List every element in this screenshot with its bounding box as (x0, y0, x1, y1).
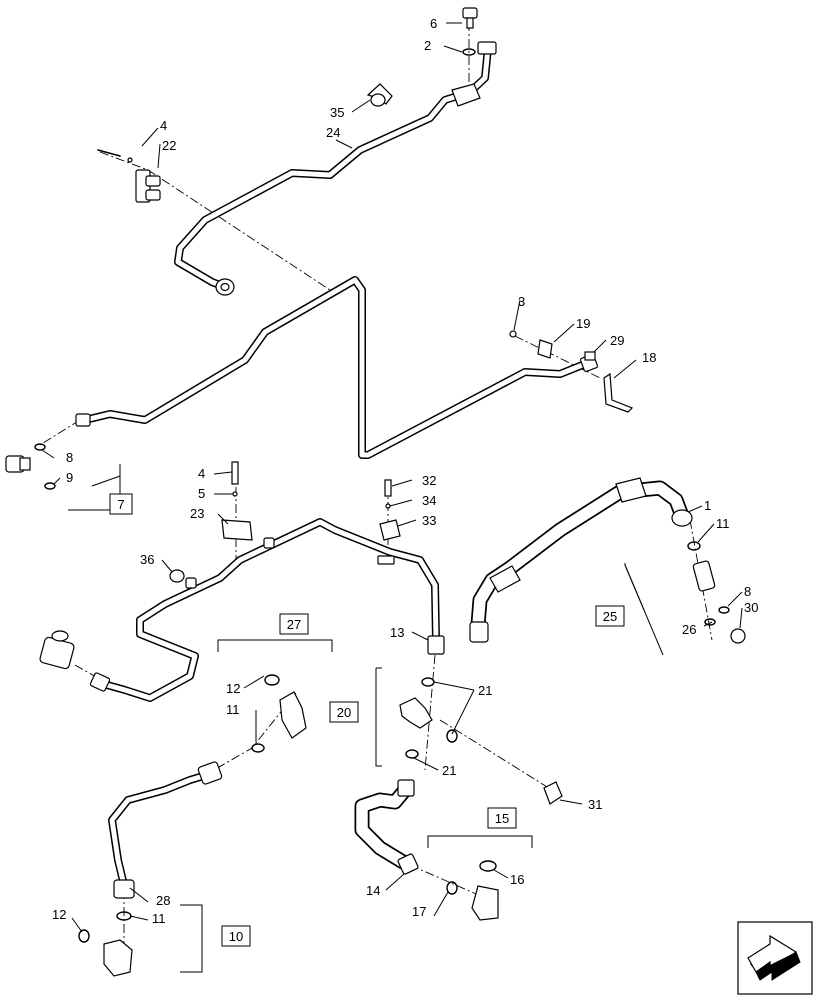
svg-text:10: 10 (229, 929, 243, 944)
callout-5: 5 (198, 486, 205, 501)
callout-17: 17 (412, 904, 426, 919)
callout-14: 14 (366, 883, 380, 898)
callout-11-upper: 11 (226, 702, 240, 717)
callout-2: 2 (424, 38, 431, 53)
callout-3: 3 (518, 294, 525, 309)
callout-29: 29 (610, 333, 624, 348)
kit-box-15: 15 (487, 807, 517, 829)
callout-18: 18 (642, 350, 656, 365)
kit-box-20: 20 (329, 701, 359, 723)
callout-11-lower: 11 (152, 911, 166, 926)
svg-text:7: 7 (117, 497, 124, 512)
svg-text:15: 15 (495, 811, 509, 826)
callout-26: 26 (682, 622, 696, 637)
svg-text:25: 25 (603, 609, 617, 624)
tube-24 (174, 41, 497, 296)
callout-19: 19 (576, 316, 590, 331)
callout-4-mid: 4 (198, 466, 205, 481)
kit-box-25: 25 (595, 605, 625, 627)
callout-34: 34 (422, 493, 436, 508)
callout-21-right: 21 (478, 683, 492, 698)
callout-22: 22 (162, 138, 176, 153)
callout-8-right: 8 (744, 584, 751, 599)
callout-1: 1 (704, 498, 711, 513)
callout-labels: 6 2 35 24 4 22 3 19 29 18 8 9 4 5 23 32 … (52, 16, 758, 926)
callout-21-lower: 21 (442, 763, 456, 778)
tube-middle (75, 276, 599, 459)
callout-12-upper: 12 (226, 681, 240, 696)
callout-16: 16 (510, 872, 524, 887)
next-page-arrow-icon[interactable] (737, 921, 813, 995)
callout-13: 13 (390, 625, 404, 640)
callout-12-lower: 12 (52, 907, 66, 922)
leader-lines (41, 22, 743, 933)
callout-11-right: 11 (716, 516, 730, 531)
callout-36: 36 (140, 552, 154, 567)
kit-box-10: 10 (221, 925, 251, 947)
callout-33: 33 (422, 513, 436, 528)
svg-text:27: 27 (287, 617, 301, 632)
tube-lower (89, 518, 445, 702)
hose-1 (469, 477, 693, 643)
callout-23: 23 (190, 506, 204, 521)
callout-31: 31 (588, 797, 602, 812)
kit-brackets (68, 464, 664, 973)
kit-box-7: 7 (109, 493, 133, 515)
callout-6: 6 (430, 16, 437, 31)
hose-kit-15 (354, 779, 419, 875)
callout-32: 32 (422, 473, 436, 488)
kit-box-27: 27 (279, 613, 309, 635)
kit-number-boxes: 7 27 20 25 15 10 (109, 493, 625, 947)
callout-28: 28 (156, 893, 170, 908)
callout-8-left: 8 (66, 450, 73, 465)
callout-24: 24 (326, 125, 340, 140)
callout-9: 9 (66, 470, 73, 485)
small-parts (5, 7, 746, 977)
tube-kit-10 (108, 761, 223, 899)
callout-4-top: 4 (160, 118, 167, 133)
callout-35: 35 (330, 105, 344, 120)
callout-30: 30 (744, 600, 758, 615)
svg-text:20: 20 (337, 705, 351, 720)
